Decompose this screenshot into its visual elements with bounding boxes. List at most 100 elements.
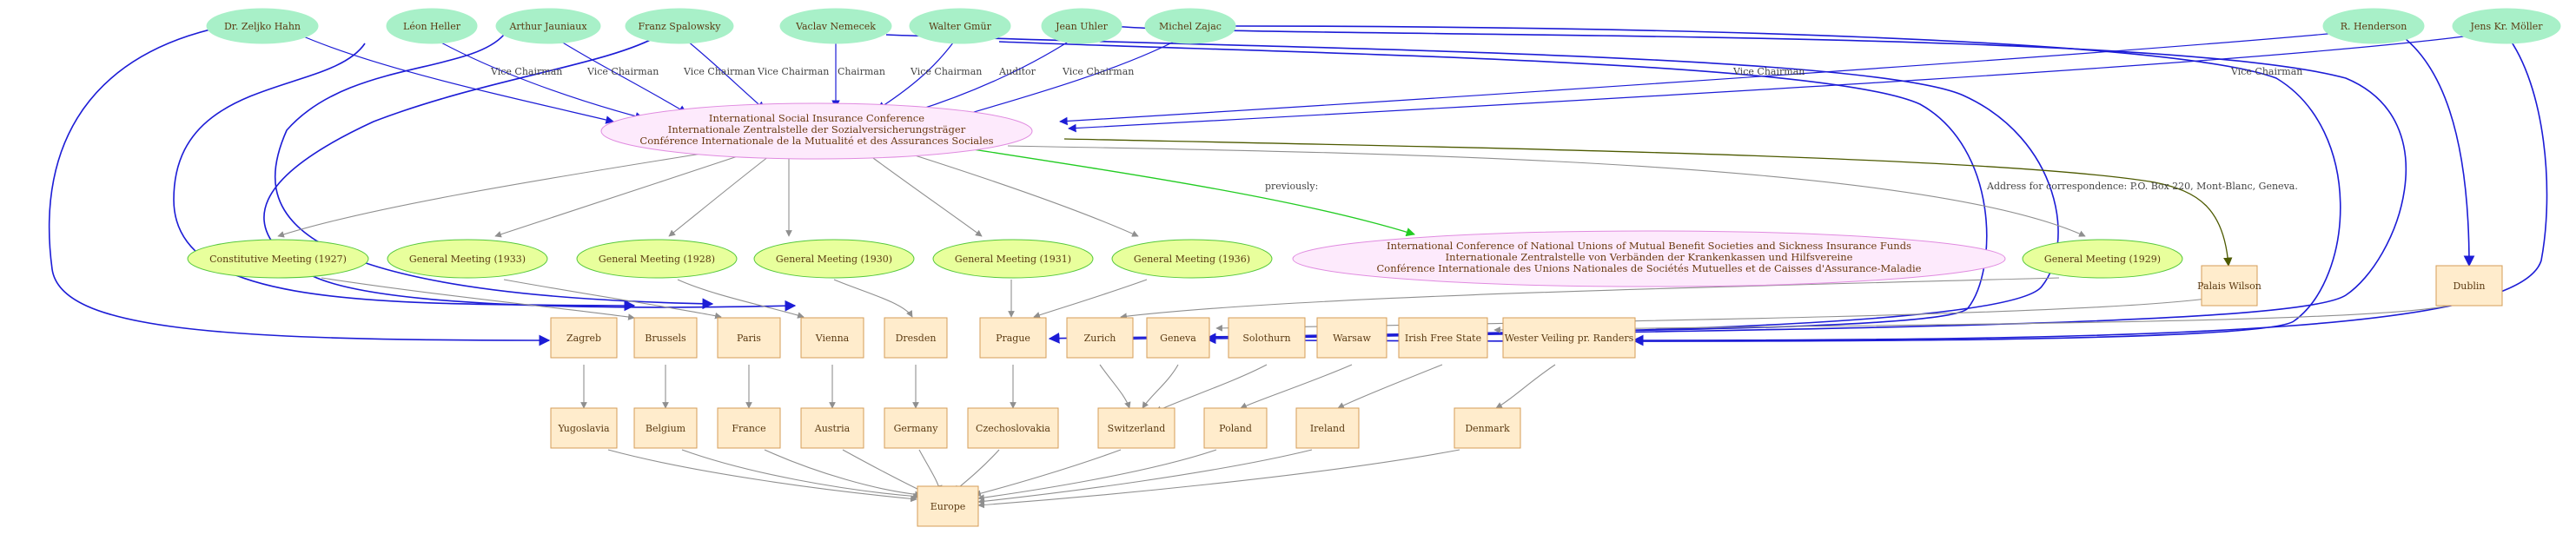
org-label-line-3: Conférence Internationale de la Mutualit…: [639, 135, 993, 147]
country-node-poland[interactable]: Poland: [1203, 407, 1268, 449]
edge-hahn-issc: [295, 32, 614, 124]
place-node-geneva[interactable]: Geneva: [1146, 317, 1210, 359]
edge-geneva-switzerland: [1142, 364, 1179, 409]
place-node-dublin[interactable]: Dublin: [2435, 265, 2503, 307]
person-node-nemecek[interactable]: Vaclav Nemecek: [779, 8, 892, 44]
person-node-spalowsky[interactable]: Franz Spalowsky: [625, 8, 734, 44]
country-node-yugoslavia[interactable]: Yugoslavia: [550, 407, 618, 449]
meeting-label: General Meeting (1930): [776, 254, 892, 265]
org-node-issc[interactable]: International Social Insurance Conferenc…: [600, 102, 1033, 160]
place-node-prague[interactable]: Prague: [979, 317, 1047, 359]
place-node-zagreb[interactable]: Zagreb: [550, 317, 618, 359]
edge-issc-m1931: [872, 157, 983, 237]
meeting-node-1928[interactable]: General Meeting (1928): [576, 239, 738, 279]
edge-heller-issc: [423, 32, 644, 121]
meeting-node-1936[interactable]: General Meeting (1936): [1111, 239, 1273, 279]
nodes-layer: Dr. Zeljko Hahn Léon Heller Arthur Jauni…: [187, 8, 2561, 527]
country-label: Belgium: [646, 423, 686, 434]
region-node-europe[interactable]: Europe: [917, 485, 979, 527]
place-label: Brussels: [645, 333, 686, 344]
place-node-warsaw[interactable]: Warsaw: [1316, 317, 1387, 359]
org-label-line-3: Conférence Internationale des Unions Nat…: [1376, 262, 1921, 274]
person-label: Walter Gmür: [929, 21, 991, 32]
country-label: Denmark: [1465, 423, 1510, 434]
person-label: R. Henderson: [2341, 21, 2407, 32]
country-label: Poland: [1219, 423, 1252, 434]
person-node-henderson[interactable]: R. Henderson: [2322, 8, 2425, 44]
edge-m1927-brussels: [321, 277, 635, 320]
place-label: Solothurn: [1242, 333, 1290, 344]
person-node-heller[interactable]: Léon Heller: [386, 8, 478, 44]
edge-switzerland-europe: [974, 449, 1122, 497]
place-node-wester-veiling[interactable]: Wester Veiling pr. Randers: [1502, 317, 1636, 359]
edge-issc-icnu: [972, 148, 1415, 237]
edge-poland-europe: [977, 449, 1217, 501]
edge-irish-ireland: [1337, 364, 1443, 409]
edge-solothurn-switzerland: [1155, 364, 1268, 412]
place-node-palais-wilson[interactable]: Palais Wilson: [2197, 265, 2261, 307]
edge-label-issc-icnu: previously:: [1265, 181, 1318, 192]
person-node-moller[interactable]: Jens Kr. Möller: [2452, 8, 2561, 44]
country-node-germany[interactable]: Germany: [884, 407, 948, 449]
edge-denmark-europe: [977, 449, 1460, 509]
person-node-jauniaux[interactable]: Arthur Jauniaux: [495, 8, 601, 44]
person-node-gmur[interactable]: Walter Gmür: [909, 8, 1011, 44]
edge-label-henderson-issc: Vice Chairman: [1732, 66, 1805, 77]
edge-issc-m1927: [277, 151, 713, 238]
country-label: Yugoslavia: [557, 423, 610, 434]
edge-m1930-dresden: [833, 279, 913, 318]
person-label: Michel Zajac: [1159, 21, 1222, 32]
meeting-node-1929[interactable]: General Meeting (1929): [2022, 239, 2183, 279]
person-node-hahn[interactable]: Dr. Zeljko Hahn: [206, 8, 319, 44]
region-label: Europe: [930, 501, 966, 512]
place-node-vienna[interactable]: Vienna: [800, 317, 864, 359]
place-node-paris[interactable]: Paris: [717, 317, 781, 359]
place-label: Vienna: [815, 333, 850, 344]
edge-gmur-zurich: [998, 41, 1988, 346]
place-node-brussels[interactable]: Brussels: [633, 317, 698, 359]
country-node-switzerland[interactable]: Switzerland: [1097, 407, 1175, 449]
country-node-denmark[interactable]: Denmark: [1454, 407, 1521, 449]
edge-issc-m1933: [494, 154, 744, 238]
meeting-node-1927[interactable]: Constitutive Meeting (1927): [187, 239, 369, 279]
edge-issc-palais: [1063, 138, 2233, 267]
person-node-zajac[interactable]: Michel Zajac: [1144, 8, 1236, 44]
edge-uhler-issc: [903, 32, 1083, 117]
country-node-czechoslovakia[interactable]: Czechoslovakia: [967, 407, 1059, 449]
edge-france-europe: [764, 449, 922, 498]
place-label: Zagreb: [566, 333, 601, 344]
meeting-label: General Meeting (1931): [955, 254, 1071, 265]
edges-layer: [48, 25, 2548, 509]
edge-heller-brussels: [173, 43, 636, 312]
person-node-uhler[interactable]: Jean Uhler: [1041, 8, 1122, 44]
person-label: Arthur Jauniaux: [508, 21, 587, 32]
edge-labels-layer: Vice Chairman Vice Chairman Vice Chairma…: [490, 66, 2302, 192]
edge-m1928-vienna: [677, 279, 805, 319]
country-node-austria[interactable]: Austria: [800, 407, 864, 449]
place-label: Dresden: [896, 333, 937, 344]
place-node-solothurn[interactable]: Solothurn: [1228, 317, 1306, 359]
org-label-line-1: International Social Insurance Conferenc…: [709, 112, 924, 124]
org-node-icnu[interactable]: International Conference of National Uni…: [1292, 230, 2006, 287]
country-node-france[interactable]: France: [717, 407, 781, 449]
place-node-irish-free-state[interactable]: Irish Free State: [1398, 317, 1488, 359]
place-node-zurich[interactable]: Zurich: [1066, 317, 1134, 359]
edge-nemecek-prague: [885, 34, 2059, 344]
edge-label-issc-palais: Address for correspondence: P.O. Box 220…: [1986, 181, 2298, 192]
edge-warsaw-poland: [1240, 364, 1353, 409]
edge-label-nemecek-issc: Chairman: [838, 66, 885, 77]
place-node-dresden[interactable]: Dresden: [884, 317, 948, 359]
meeting-node-1931[interactable]: General Meeting (1931): [932, 239, 1094, 279]
edge-yugoslavia-europe: [607, 449, 917, 503]
edge-germany-europe: [918, 449, 943, 492]
edge-issc-m1936: [911, 154, 1139, 237]
country-label: Germany: [894, 423, 939, 434]
place-label: Irish Free State: [1405, 333, 1481, 344]
edge-czechoslovakia-europe: [953, 449, 1000, 492]
country-node-belgium[interactable]: Belgium: [633, 407, 698, 449]
country-node-ireland[interactable]: Ireland: [1295, 407, 1360, 449]
meeting-node-1930[interactable]: General Meeting (1930): [753, 239, 915, 279]
meeting-node-1933[interactable]: General Meeting (1933): [387, 239, 548, 279]
place-label: Warsaw: [1333, 333, 1371, 344]
